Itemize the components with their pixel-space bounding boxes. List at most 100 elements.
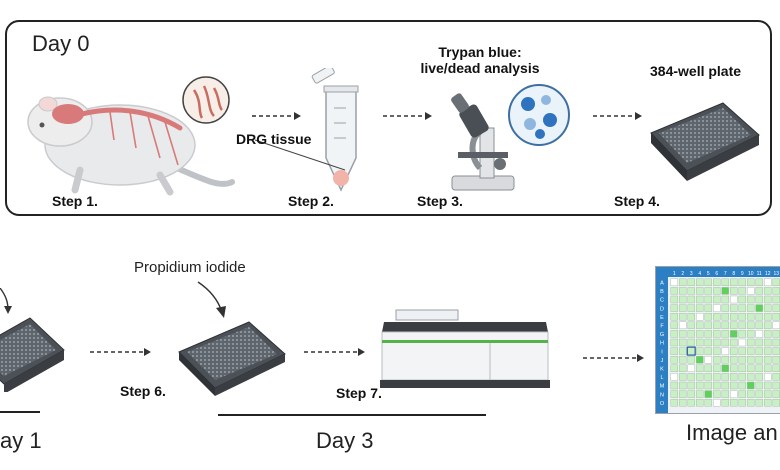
grid-well (738, 287, 746, 295)
grid-well (670, 347, 678, 355)
grid-well (679, 347, 687, 355)
grid-well (696, 347, 704, 355)
label-propidium-iodide: Propidium iodide (134, 259, 246, 276)
grid-well (704, 321, 712, 329)
grid-well (704, 338, 712, 347)
grid-well (704, 381, 712, 390)
grid-well (755, 295, 763, 304)
grid-well (713, 304, 721, 312)
grid-row-header: B (660, 289, 664, 295)
partial-arrow-left (0, 288, 12, 314)
grid-well (738, 373, 746, 381)
grid-well (713, 287, 721, 295)
label-day3: Day 3 (316, 428, 374, 453)
grid-well (670, 355, 678, 364)
grid-well (704, 347, 712, 355)
arrow-step6-step7 (304, 348, 365, 356)
grid-well (713, 338, 721, 347)
grid-well (755, 278, 763, 287)
step-6-label: Step 6. (120, 383, 166, 399)
grid-well (721, 347, 729, 355)
grid-well (764, 373, 772, 381)
grid-row-header: F (660, 324, 664, 330)
grid-well (755, 304, 763, 312)
grid-well (772, 295, 780, 304)
grid-well (696, 390, 704, 398)
grid-well (764, 398, 772, 407)
grid-well (730, 330, 738, 338)
grid-well (721, 381, 729, 390)
grid-well (721, 295, 729, 304)
grid-well (670, 313, 678, 321)
grid-well (772, 373, 780, 381)
grid-well (730, 373, 738, 381)
grid-well (721, 355, 729, 364)
grid-column-header: 4 (698, 271, 701, 277)
grid-column-header: 3 (690, 271, 693, 277)
grid-column-header: 10 (748, 271, 754, 277)
grid-well (772, 338, 780, 347)
grid-well (679, 304, 687, 312)
step-3-label: Step 3. (417, 193, 463, 209)
grid-well (764, 313, 772, 321)
grid-column-header: 1 (673, 271, 676, 277)
grid-well (738, 390, 746, 398)
grid-well (679, 278, 687, 287)
grid-well (704, 304, 712, 312)
grid-well (679, 321, 687, 329)
grid-well (713, 355, 721, 364)
grid-well (687, 373, 695, 381)
grid-well (696, 398, 704, 407)
cell-zoom-icon (508, 84, 570, 146)
grid-row-header: E (660, 315, 664, 321)
grid-well (772, 390, 780, 398)
grid-well (747, 287, 755, 295)
grid-row-header: O (660, 401, 665, 407)
grid-well (721, 304, 729, 312)
grid-well (670, 287, 678, 295)
grid-well (747, 355, 755, 364)
grid-well (755, 330, 763, 338)
grid-well (679, 364, 687, 373)
grid-well (713, 313, 721, 321)
grid-well (687, 398, 695, 407)
grid-well (747, 381, 755, 390)
rat-illustration (27, 96, 235, 196)
grid-well (747, 295, 755, 304)
grid-well (713, 347, 721, 355)
grid-well (764, 347, 772, 355)
label-drg-tissue: DRG tissue (236, 131, 312, 147)
grid-well (738, 278, 746, 287)
grid-well (764, 355, 772, 364)
grid-well (713, 373, 721, 381)
grid-well (772, 355, 780, 364)
grid-well (772, 278, 780, 287)
grid-well (772, 313, 780, 321)
grid-well (730, 398, 738, 407)
grid-well (670, 398, 678, 407)
grid-well (696, 355, 704, 364)
grid-well (730, 304, 738, 312)
grid-column-header: 9 (741, 271, 744, 277)
grid-well (687, 278, 695, 287)
grid-well (738, 321, 746, 329)
grid-well (721, 398, 729, 407)
grid-well (772, 287, 780, 295)
grid-well (679, 390, 687, 398)
grid-well (704, 398, 712, 407)
grid-well (704, 364, 712, 373)
arrow-day1-step6 (90, 348, 151, 356)
grid-well (679, 330, 687, 338)
grid-well (747, 321, 755, 329)
grid-column-header: 13 (773, 271, 779, 277)
step-1-label: Step 1. (52, 193, 98, 209)
grid-well (738, 313, 746, 321)
grid-well (687, 364, 695, 373)
label-384-well-plate: 384-well plate (650, 63, 742, 79)
grid-well (730, 295, 738, 304)
grid-well (679, 381, 687, 390)
grid-well (772, 381, 780, 390)
grid-well (764, 381, 772, 390)
grid-well (755, 398, 763, 407)
grid-well (721, 287, 729, 295)
